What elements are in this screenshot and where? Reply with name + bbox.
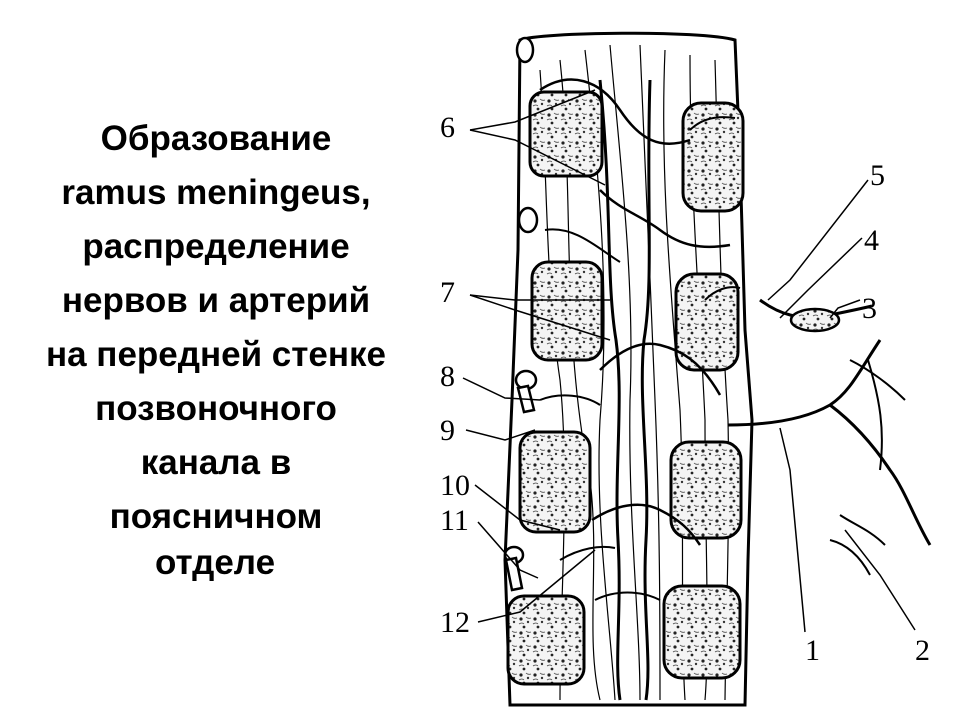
title-line: ramus meningeus, bbox=[61, 173, 371, 212]
vertebra-left-3 bbox=[518, 430, 592, 534]
title-line: поясничном bbox=[109, 497, 323, 536]
vertebral-bodies bbox=[506, 90, 745, 686]
spine-drawing: 1 2 3 4 5 6 7 8 9 10 11 12 bbox=[440, 31, 932, 707]
figure-labels: 1 2 3 4 5 6 7 8 9 10 11 12 bbox=[440, 111, 930, 667]
label-4: 4 bbox=[864, 224, 879, 257]
label-1: 1 bbox=[805, 634, 820, 667]
label-10: 10 bbox=[440, 469, 470, 502]
label-11: 11 bbox=[440, 504, 469, 537]
leader-lines bbox=[462, 89, 916, 633]
meningeal-nerves bbox=[539, 78, 741, 601]
label-6: 6 bbox=[440, 111, 455, 144]
title-last-line: отделе bbox=[154, 543, 276, 582]
title-line: на передней стенке bbox=[45, 335, 387, 374]
label-3: 3 bbox=[862, 292, 877, 325]
label-5: 5 bbox=[870, 159, 885, 192]
vertebra-left-4 bbox=[506, 594, 586, 686]
label-7: 7 bbox=[440, 276, 455, 309]
vertebra-right-3 bbox=[669, 440, 743, 540]
title-line: Образование bbox=[100, 119, 332, 158]
vertebra-right-4 bbox=[662, 584, 742, 680]
anatomical-illustration: 1 2 3 4 5 6 7 8 9 10 11 12 bbox=[430, 30, 960, 720]
vertebra-right-1 bbox=[681, 101, 745, 213]
segmental-arteries bbox=[503, 36, 539, 592]
label-8: 8 bbox=[440, 360, 455, 393]
label-9: 9 bbox=[440, 414, 455, 447]
vertebra-right-2 bbox=[674, 272, 740, 372]
label-2: 2 bbox=[915, 634, 930, 667]
title-line: канала в bbox=[140, 443, 292, 482]
spinal-ganglion bbox=[789, 307, 841, 333]
vertebra-left-1 bbox=[528, 90, 604, 178]
spinal-nerve bbox=[727, 298, 932, 576]
label-12: 12 bbox=[440, 606, 470, 639]
title-line: нервов и артерий bbox=[61, 281, 371, 320]
slide-title: Образование ramus meningeus, распределен… bbox=[0, 112, 432, 544]
title-line: позвоночного bbox=[95, 389, 337, 428]
vertebra-left-2 bbox=[530, 260, 604, 362]
title-line: распределение bbox=[82, 227, 350, 266]
